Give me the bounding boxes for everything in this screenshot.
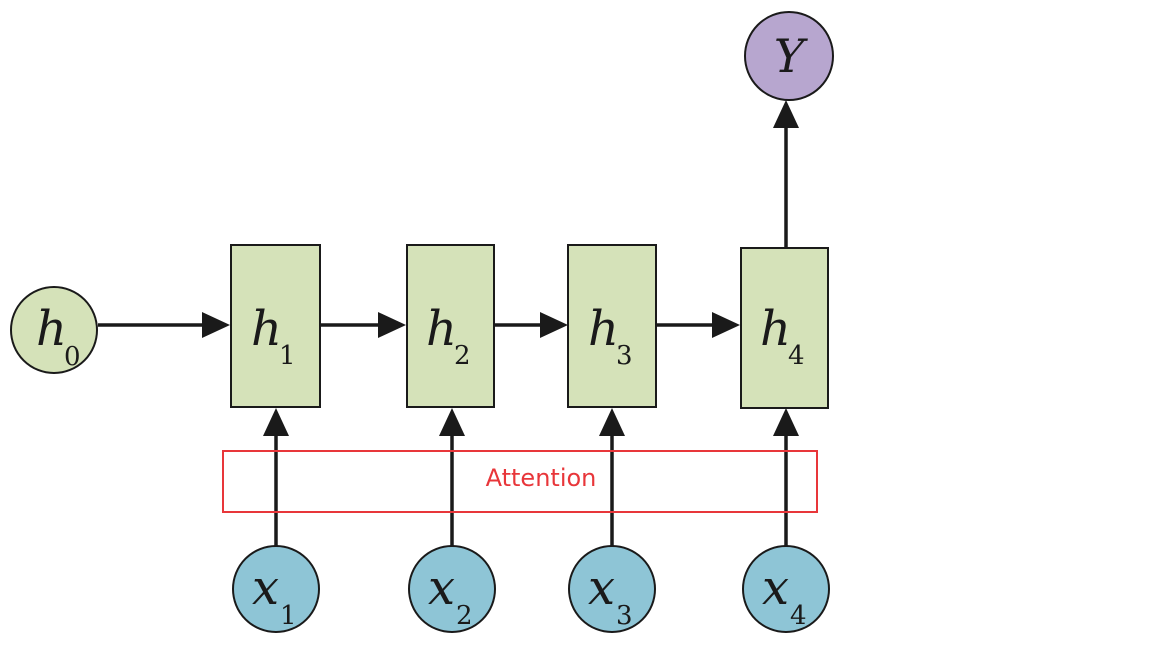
node-h3-sub: 3: [616, 341, 633, 371]
edge-x4-to-h4: [773, 408, 799, 546]
node-x1-sub: 1: [280, 601, 297, 631]
edge-h3-to-h4: [656, 312, 740, 338]
node-h2: h 2: [406, 244, 495, 408]
edge-h0-to-h1: [98, 312, 230, 338]
node-x3-sub: 3: [616, 601, 633, 631]
node-h3: h 3: [567, 244, 657, 408]
edge-x1-to-h1: [263, 408, 289, 546]
node-x4-var: x: [762, 560, 789, 616]
node-x3: x 3: [568, 545, 656, 633]
node-x2-sub: 2: [456, 601, 473, 631]
node-h0-sub: 0: [64, 342, 81, 372]
node-x1: x 1: [232, 545, 320, 633]
edge-h2-to-h3: [494, 312, 568, 338]
attention-box: Attention: [222, 450, 818, 513]
node-x4: x 4: [742, 545, 830, 633]
node-h2-var: h: [426, 301, 457, 357]
edge-h4-to-y: [773, 100, 799, 248]
node-x3-var: x: [588, 560, 615, 616]
node-h3-var: h: [588, 301, 619, 357]
node-h2-sub: 2: [454, 341, 471, 371]
node-h1-var: h: [251, 301, 282, 357]
node-x2: x 2: [408, 545, 496, 633]
node-y: Y: [744, 11, 834, 101]
node-h4-var: h: [760, 301, 791, 357]
node-x4-sub: 4: [790, 601, 807, 631]
edge-x3-to-h3: [599, 408, 625, 546]
node-h4-sub: 4: [788, 341, 805, 371]
node-h1-sub: 1: [279, 341, 296, 371]
node-x2-var: x: [428, 560, 455, 616]
node-h0-var: h: [36, 301, 67, 357]
node-h4: h 4: [740, 247, 829, 409]
node-h1: h 1: [230, 244, 321, 408]
node-h0: h 0: [10, 286, 98, 374]
node-x1-var: x: [252, 560, 279, 616]
edge-h1-to-h2: [320, 312, 406, 338]
attention-label: Attention: [486, 464, 597, 492]
edge-x2-to-h2: [439, 408, 465, 546]
edges: [98, 100, 799, 546]
node-y-var: Y: [774, 29, 809, 83]
